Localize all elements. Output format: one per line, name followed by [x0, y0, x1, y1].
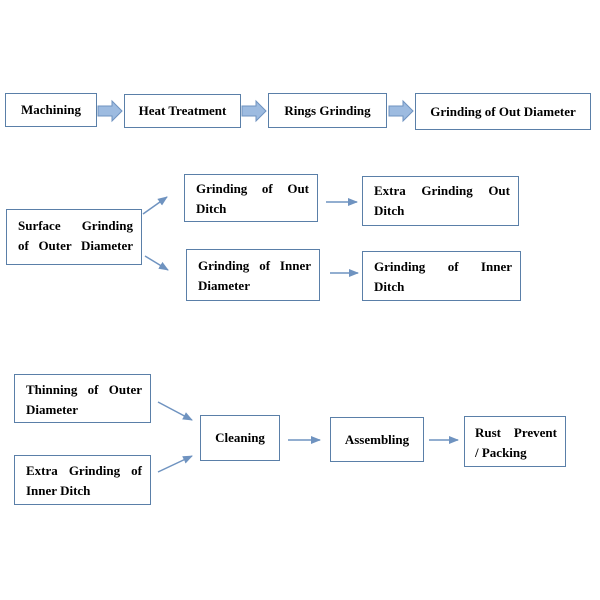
arrow-extra-inner-to-cleaning [157, 455, 193, 473]
step-label-line1: Grinding of Inner [374, 259, 512, 274]
step-assembling: Assembling [330, 417, 424, 462]
step-machining: Machining [5, 93, 97, 127]
step-label-line1: Grinding of Out [196, 181, 309, 196]
step-grinding-out-diameter: Grinding of Out Diameter [415, 93, 591, 130]
step-thinning-outer-diameter: Thinning of Outer Diameter [14, 374, 151, 423]
step-label-line2: Diameter [26, 402, 78, 417]
step-label-line1: Rust Prevent [475, 425, 557, 440]
step-grinding-inner-ditch: Grinding of Inner Ditch [362, 251, 521, 301]
step-grinding-inner-diameter: Grinding of Inner Diameter [186, 249, 320, 301]
step-rings-grinding: Rings Grinding [268, 93, 387, 128]
block-arrow-2 [241, 99, 267, 123]
step-label-line1: Extra Grinding of [26, 463, 142, 478]
step-label-line1: Surface Grinding [18, 218, 133, 233]
step-label-line2: Diameter [198, 278, 250, 293]
arrow-surface-to-inner-diameter [144, 255, 169, 271]
block-arrow-1 [97, 99, 123, 123]
arrow-surface-to-out-ditch [142, 196, 168, 215]
step-grinding-out-ditch: Grinding of Out Ditch [184, 174, 318, 222]
step-label: Assembling [344, 431, 410, 447]
step-label-line2: Ditch [374, 203, 405, 218]
step-label-line2: / Packing [475, 445, 527, 460]
step-heat-treatment: Heat Treatment [124, 94, 241, 128]
step-label-line2: Ditch [196, 201, 227, 216]
step-extra-grinding-inner-ditch: Extra Grinding of Inner Ditch [14, 455, 151, 505]
step-surface-grinding-outer-diameter: Surface Grinding of Outer Diameter [6, 209, 142, 265]
step-label: Rings Grinding [284, 102, 371, 118]
step-label: Grinding of Out Diameter [430, 103, 576, 119]
block-arrow-3 [388, 99, 414, 123]
step-label-line1: Extra Grinding Out [374, 183, 510, 198]
step-label: Heat Treatment [138, 103, 227, 118]
step-label: Machining [21, 102, 81, 117]
step-cleaning: Cleaning [200, 415, 280, 461]
step-label-line1: Grinding of Inner [198, 258, 311, 273]
step-label-line2: Ditch [374, 279, 405, 294]
step-label: Cleaning [215, 430, 265, 445]
step-label-line1: Thinning of Outer [26, 382, 142, 397]
step-extra-grinding-out-ditch: Extra Grinding Out Ditch [362, 176, 519, 226]
step-rust-prevent-packing: Rust Prevent / Packing [464, 416, 566, 467]
step-label-line2: of Outer Diameter [18, 238, 133, 253]
step-label-line2: Inner Ditch [26, 483, 91, 498]
arrow-thinning-to-cleaning [157, 401, 193, 421]
